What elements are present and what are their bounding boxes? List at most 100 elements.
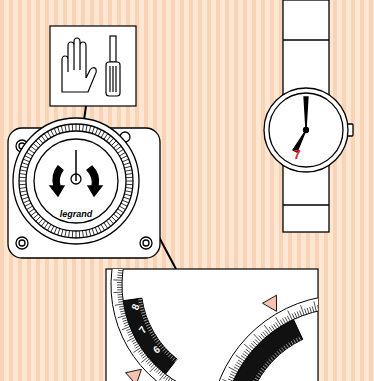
hand-icon <box>62 38 96 92</box>
segment-tick <box>114 214 119 219</box>
scale-number: 6 <box>152 344 162 355</box>
segment-tick <box>126 181 133 182</box>
segment-tick <box>48 132 52 138</box>
segment-tick <box>22 163 29 165</box>
segment-tick <box>86 125 87 132</box>
segment-tick <box>118 209 124 213</box>
rotation-arrow <box>50 166 64 196</box>
segment-tick <box>89 126 91 133</box>
segment-tick <box>19 184 26 185</box>
segment-tick <box>101 132 105 138</box>
segment-tick <box>82 231 84 238</box>
segment-tick <box>68 124 70 131</box>
pointer-mark <box>126 369 142 381</box>
segment-tick <box>19 177 26 178</box>
segment-tick <box>106 221 110 227</box>
segment-tick <box>101 224 105 230</box>
segment-tick <box>65 125 66 132</box>
segment-tick <box>114 143 119 148</box>
segment-tick <box>19 187 26 189</box>
segment-tick <box>79 124 80 131</box>
segment-tick <box>68 231 70 238</box>
segment-tick <box>22 197 29 199</box>
scale-number: 7 <box>137 325 148 336</box>
timer-body <box>8 118 160 258</box>
segment-tick <box>41 136 45 142</box>
watch-face <box>269 93 343 167</box>
segment-tick <box>123 197 130 199</box>
segment-tick <box>118 149 124 153</box>
segment-tick <box>25 203 31 206</box>
segment-tick <box>98 226 101 232</box>
segment-tick <box>61 126 63 133</box>
segment-tick <box>38 219 43 224</box>
segment-tick <box>19 173 26 175</box>
segment-tick <box>92 127 94 134</box>
segment-tick <box>31 146 37 150</box>
segment-tick <box>51 226 54 232</box>
segment-ring <box>26 131 126 231</box>
segment-tick <box>33 214 38 219</box>
segment-tick <box>98 130 101 136</box>
segment-tick <box>126 177 133 178</box>
segment-tick <box>23 200 29 203</box>
segment-tick <box>58 228 60 235</box>
segment-tick <box>106 136 110 142</box>
segment-tick <box>58 127 60 134</box>
segment-tick <box>95 227 98 233</box>
segment-tick <box>104 223 108 229</box>
segment-tick <box>20 191 27 192</box>
segment-tick <box>36 216 41 221</box>
segment-tick <box>48 224 52 230</box>
segment-tick <box>29 209 35 213</box>
segment-tick <box>23 159 29 162</box>
screwdriver-handle <box>106 62 120 96</box>
segment-tick <box>76 124 77 131</box>
pointer-mark <box>263 295 277 311</box>
segment-tick <box>21 166 28 168</box>
scale-number: 8 <box>130 303 141 312</box>
segment-tick <box>116 211 122 215</box>
minute-hand <box>304 97 308 130</box>
segment-tick <box>72 231 73 238</box>
segment-tick <box>125 191 132 192</box>
segment-tick <box>89 229 91 236</box>
segment-tick <box>86 230 87 237</box>
segment-tick <box>33 143 38 148</box>
segment-tick <box>38 138 43 143</box>
segment-tick <box>36 141 41 146</box>
segment-tick <box>41 221 45 227</box>
segment-tick <box>126 187 133 189</box>
segment-tick <box>27 153 33 157</box>
segment-tick <box>122 159 128 162</box>
tool-inset <box>50 26 136 106</box>
segment-tick <box>121 203 127 206</box>
segment-tick <box>76 231 77 238</box>
segment-tick <box>61 229 63 236</box>
segment-tick <box>31 211 37 215</box>
watch-case <box>264 88 348 172</box>
segment-tick <box>25 156 31 159</box>
segment-tick <box>27 206 33 210</box>
segment-tick <box>29 149 35 153</box>
segment-tick <box>95 128 98 134</box>
segment-tick <box>54 227 57 233</box>
hour-number: 7 <box>293 148 300 161</box>
segment-tick <box>122 200 128 203</box>
segment-tick <box>51 130 54 136</box>
segment-tick <box>124 166 131 168</box>
dial-scale <box>210 295 318 381</box>
screwdriver-shaft <box>110 36 116 62</box>
segment-tick <box>19 181 26 182</box>
wristwatch <box>264 0 353 232</box>
segment-tick <box>44 223 48 229</box>
segment-tick <box>109 219 114 224</box>
segment-tick <box>20 170 27 171</box>
segment-tick <box>104 134 108 140</box>
segment-tick <box>125 170 132 171</box>
inset-frame <box>50 26 136 106</box>
segment-tick <box>54 128 57 134</box>
segment-tick <box>119 206 125 210</box>
segment-tick <box>65 230 66 237</box>
